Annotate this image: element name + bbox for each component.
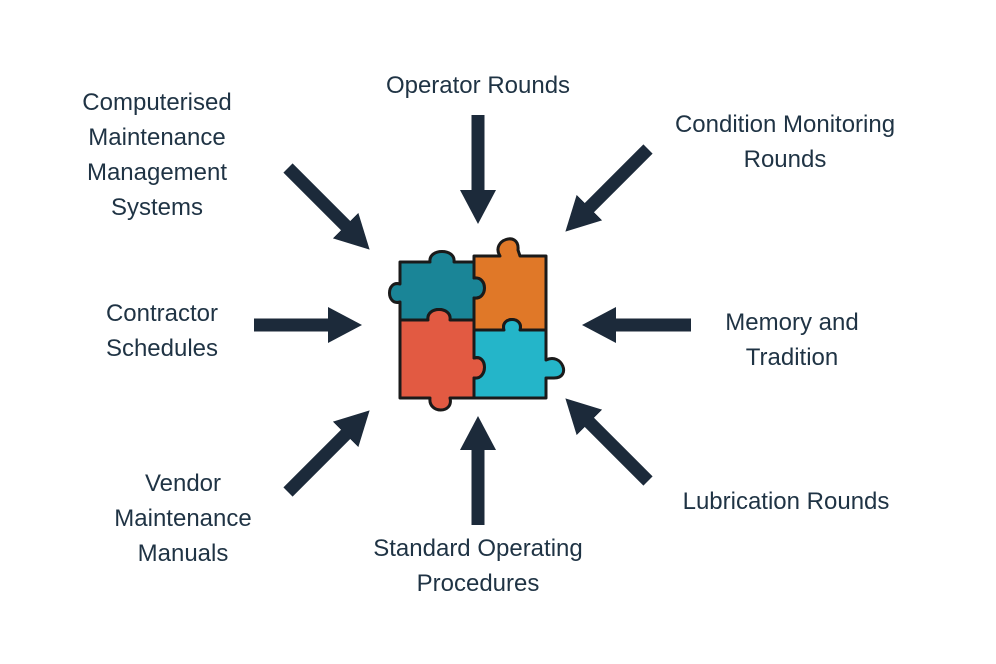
- label-line: Rounds: [743, 146, 827, 173]
- label-line: Tradition: [745, 344, 839, 371]
- label-line: Standard Operating: [373, 535, 583, 562]
- arrow-cmms: [283, 163, 370, 250]
- label-line: Maintenance: [114, 505, 252, 532]
- label-line: Maintenance: [88, 124, 226, 151]
- label-sop: Standard Operating Procedures: [332, 531, 624, 601]
- label-line: Condition Monitoring: [674, 111, 896, 138]
- label-line: Contractor: [105, 300, 219, 327]
- puzzle-piece-red: [398, 308, 486, 412]
- label-line: Vendor: [144, 470, 222, 497]
- label-line: Memory and: [725, 309, 859, 336]
- puzzle-piece-orange: [472, 237, 548, 332]
- arrow-lubrication-rounds: [565, 398, 653, 486]
- arrow-condition-monitoring: [565, 144, 653, 232]
- label-line: Management: [86, 159, 228, 186]
- label-line: Schedules: [105, 335, 219, 362]
- label-line: Operator Rounds: [385, 72, 571, 99]
- puzzle-piece-cyan: [472, 318, 566, 400]
- label-line: Procedures: [416, 570, 540, 597]
- label-contractor-schedules: Contractor Schedules: [80, 296, 244, 366]
- arrow-vendor-manuals: [283, 410, 370, 497]
- label-lubrication-rounds: Lubrication Rounds: [652, 484, 920, 519]
- arrows: [254, 115, 691, 525]
- label-cmms: Computerised Maintenance Management Syst…: [72, 85, 242, 225]
- label-line: Computerised: [82, 89, 232, 116]
- label-line: Lubrication Rounds: [682, 488, 890, 515]
- label-operator-rounds: Operator Rounds: [360, 68, 596, 103]
- puzzle-icon: [388, 237, 566, 412]
- label-line: Systems: [110, 194, 203, 221]
- label-condition-monitoring: Condition Monitoring Rounds: [640, 107, 930, 177]
- label-vendor-manuals: Vendor Maintenance Manuals: [96, 466, 270, 571]
- label-line: Manuals: [137, 540, 229, 567]
- label-memory-tradition: Memory and Tradition: [700, 305, 884, 375]
